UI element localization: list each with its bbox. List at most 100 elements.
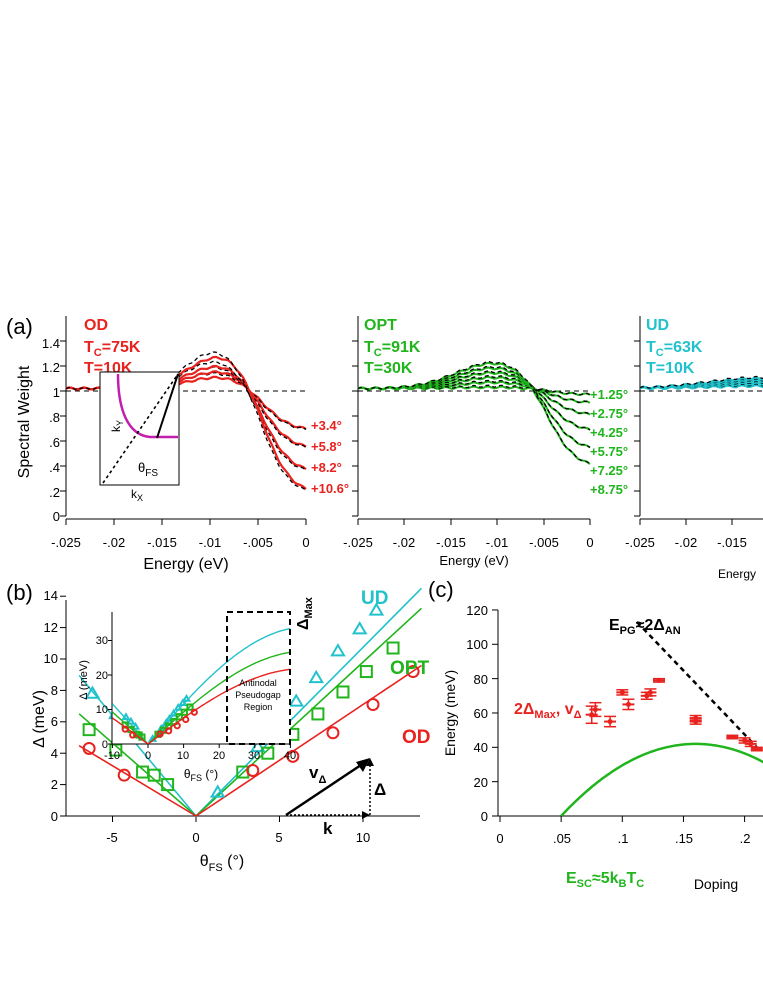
ytick-label: 30 — [96, 635, 108, 647]
ytick-label: 8 — [51, 683, 58, 698]
ytick-label: 20 — [474, 775, 488, 790]
angle-label: +5.8° — [311, 439, 342, 454]
xtick-label: -.015 — [717, 535, 747, 550]
delta-max-label: ΔMax — [295, 596, 315, 630]
ud-spectrum-line — [640, 376, 763, 390]
ud-point — [330, 643, 346, 657]
od-tc: TC=75K — [84, 339, 141, 359]
data-point — [742, 737, 748, 743]
panel-a-curves — [65, 351, 763, 491]
ky-label: kY — [109, 420, 125, 432]
opt-title: OPT — [364, 317, 397, 334]
od-point — [129, 731, 137, 739]
xtick-label: -.025 — [343, 535, 373, 550]
panel-b-points — [82, 602, 420, 798]
fit-line-opt — [195, 607, 422, 817]
inset-xlabel: θFS (°) — [184, 767, 218, 783]
xtick-label: 0 — [586, 535, 593, 550]
od-point — [173, 722, 181, 730]
angle-label: +8.75° — [590, 482, 628, 497]
ud-curves — [640, 375, 763, 391]
ytick-label: 40 — [474, 740, 488, 755]
angle-label: +3.4° — [311, 418, 342, 433]
ytick-label: 0 — [51, 809, 58, 824]
vdelta-arrow — [285, 761, 365, 817]
inset-curves — [112, 627, 290, 744]
fermi-surface-curve — [116, 373, 178, 439]
ytick-label: 120 — [466, 603, 488, 618]
panel-c-ylabel: Energy (meV) — [442, 670, 458, 756]
opt-point — [82, 723, 96, 737]
fit-line-od — [78, 744, 197, 817]
xtick-label: -.01 — [199, 535, 221, 550]
opt-fit-line — [357, 374, 591, 416]
ytick-label: .4 — [49, 460, 60, 475]
dmax-label: 2ΔMax, vΔ — [514, 701, 582, 721]
panel-c-plot — [560, 621, 763, 816]
velocity-diagram: vΔ k Δ — [285, 758, 386, 838]
ytick-label: 20 — [96, 670, 108, 682]
ytick-label: 4 — [51, 746, 58, 761]
region-line: Region — [244, 702, 273, 712]
panel-a-xlabel-opt: Energy (eV) — [439, 553, 508, 568]
data-point — [647, 689, 653, 695]
ud-point — [209, 784, 226, 798]
xtick-label: -.015 — [436, 535, 466, 550]
ud-point — [178, 698, 188, 706]
ytick-label: 100 — [466, 637, 488, 652]
ud-fit-line — [640, 380, 763, 390]
panel-c: (c) Energy (meV) 0 20 40 60 80 100 120 0… — [428, 577, 763, 892]
angle-label: +5.75° — [590, 444, 628, 459]
opt-point — [336, 685, 350, 699]
fit-line-opt — [78, 713, 197, 817]
xtick-label: 0 — [302, 535, 309, 550]
od-point — [406, 665, 420, 679]
od-fit-line — [65, 351, 307, 491]
ytick-label: 80 — [474, 672, 488, 687]
opt-fit-line — [357, 384, 591, 396]
data-point — [748, 741, 754, 747]
opt-tc: TC=91K — [364, 339, 421, 359]
panel-c-ytick-labels: 0 20 40 60 80 100 120 — [466, 603, 488, 824]
od-point — [182, 715, 190, 724]
esc-label: ESC≈5kBTC — [566, 870, 644, 890]
od-point — [190, 708, 198, 716]
xtick-label: .15 — [675, 831, 693, 846]
inset-ylabel: Δ (meV) — [78, 660, 90, 700]
ytick-label: 0 — [481, 809, 488, 824]
opt-temp: T=30K — [364, 360, 413, 377]
panel-b-ticks — [60, 595, 364, 822]
vdelta-arrowhead — [356, 758, 370, 772]
panel-b-xtick-labels: -5 0 5 10 — [106, 830, 370, 845]
theta-fs-label: θFS — [138, 460, 158, 479]
inset-curve-od — [112, 668, 290, 744]
opt-point — [109, 743, 123, 757]
ytick-label: .2 — [49, 485, 60, 500]
opt-point — [311, 707, 325, 721]
xtick-label: -.005 — [529, 535, 559, 550]
opt-point — [175, 713, 183, 721]
data-point — [754, 746, 760, 752]
ytick-label: .8 — [49, 410, 60, 425]
epg-line — [636, 621, 758, 749]
od-point — [165, 727, 173, 735]
ytick-label: 14 — [44, 588, 58, 603]
epg-label: EPG≈2ΔAN — [609, 617, 681, 637]
ud-tc: TC=63K — [646, 339, 703, 359]
ud-point — [169, 708, 179, 717]
od-header: OD TC=75K T=10K — [84, 317, 141, 377]
panel-b-fit-lines — [78, 587, 423, 817]
data-point — [607, 719, 613, 725]
panel-b-ylabel: Δ (meV) — [31, 690, 48, 748]
angle-label: +8.2° — [311, 460, 342, 475]
ytick-label: 10 — [44, 651, 58, 666]
ud-point — [288, 693, 304, 707]
kf-solid-line — [156, 373, 179, 439]
esc-dome — [560, 742, 763, 816]
xtick-label: 5 — [275, 830, 282, 845]
od-point — [326, 726, 340, 740]
xtick-label: -5 — [106, 830, 118, 845]
xtick-label: -10 — [104, 750, 120, 762]
k-label: k — [323, 819, 333, 838]
